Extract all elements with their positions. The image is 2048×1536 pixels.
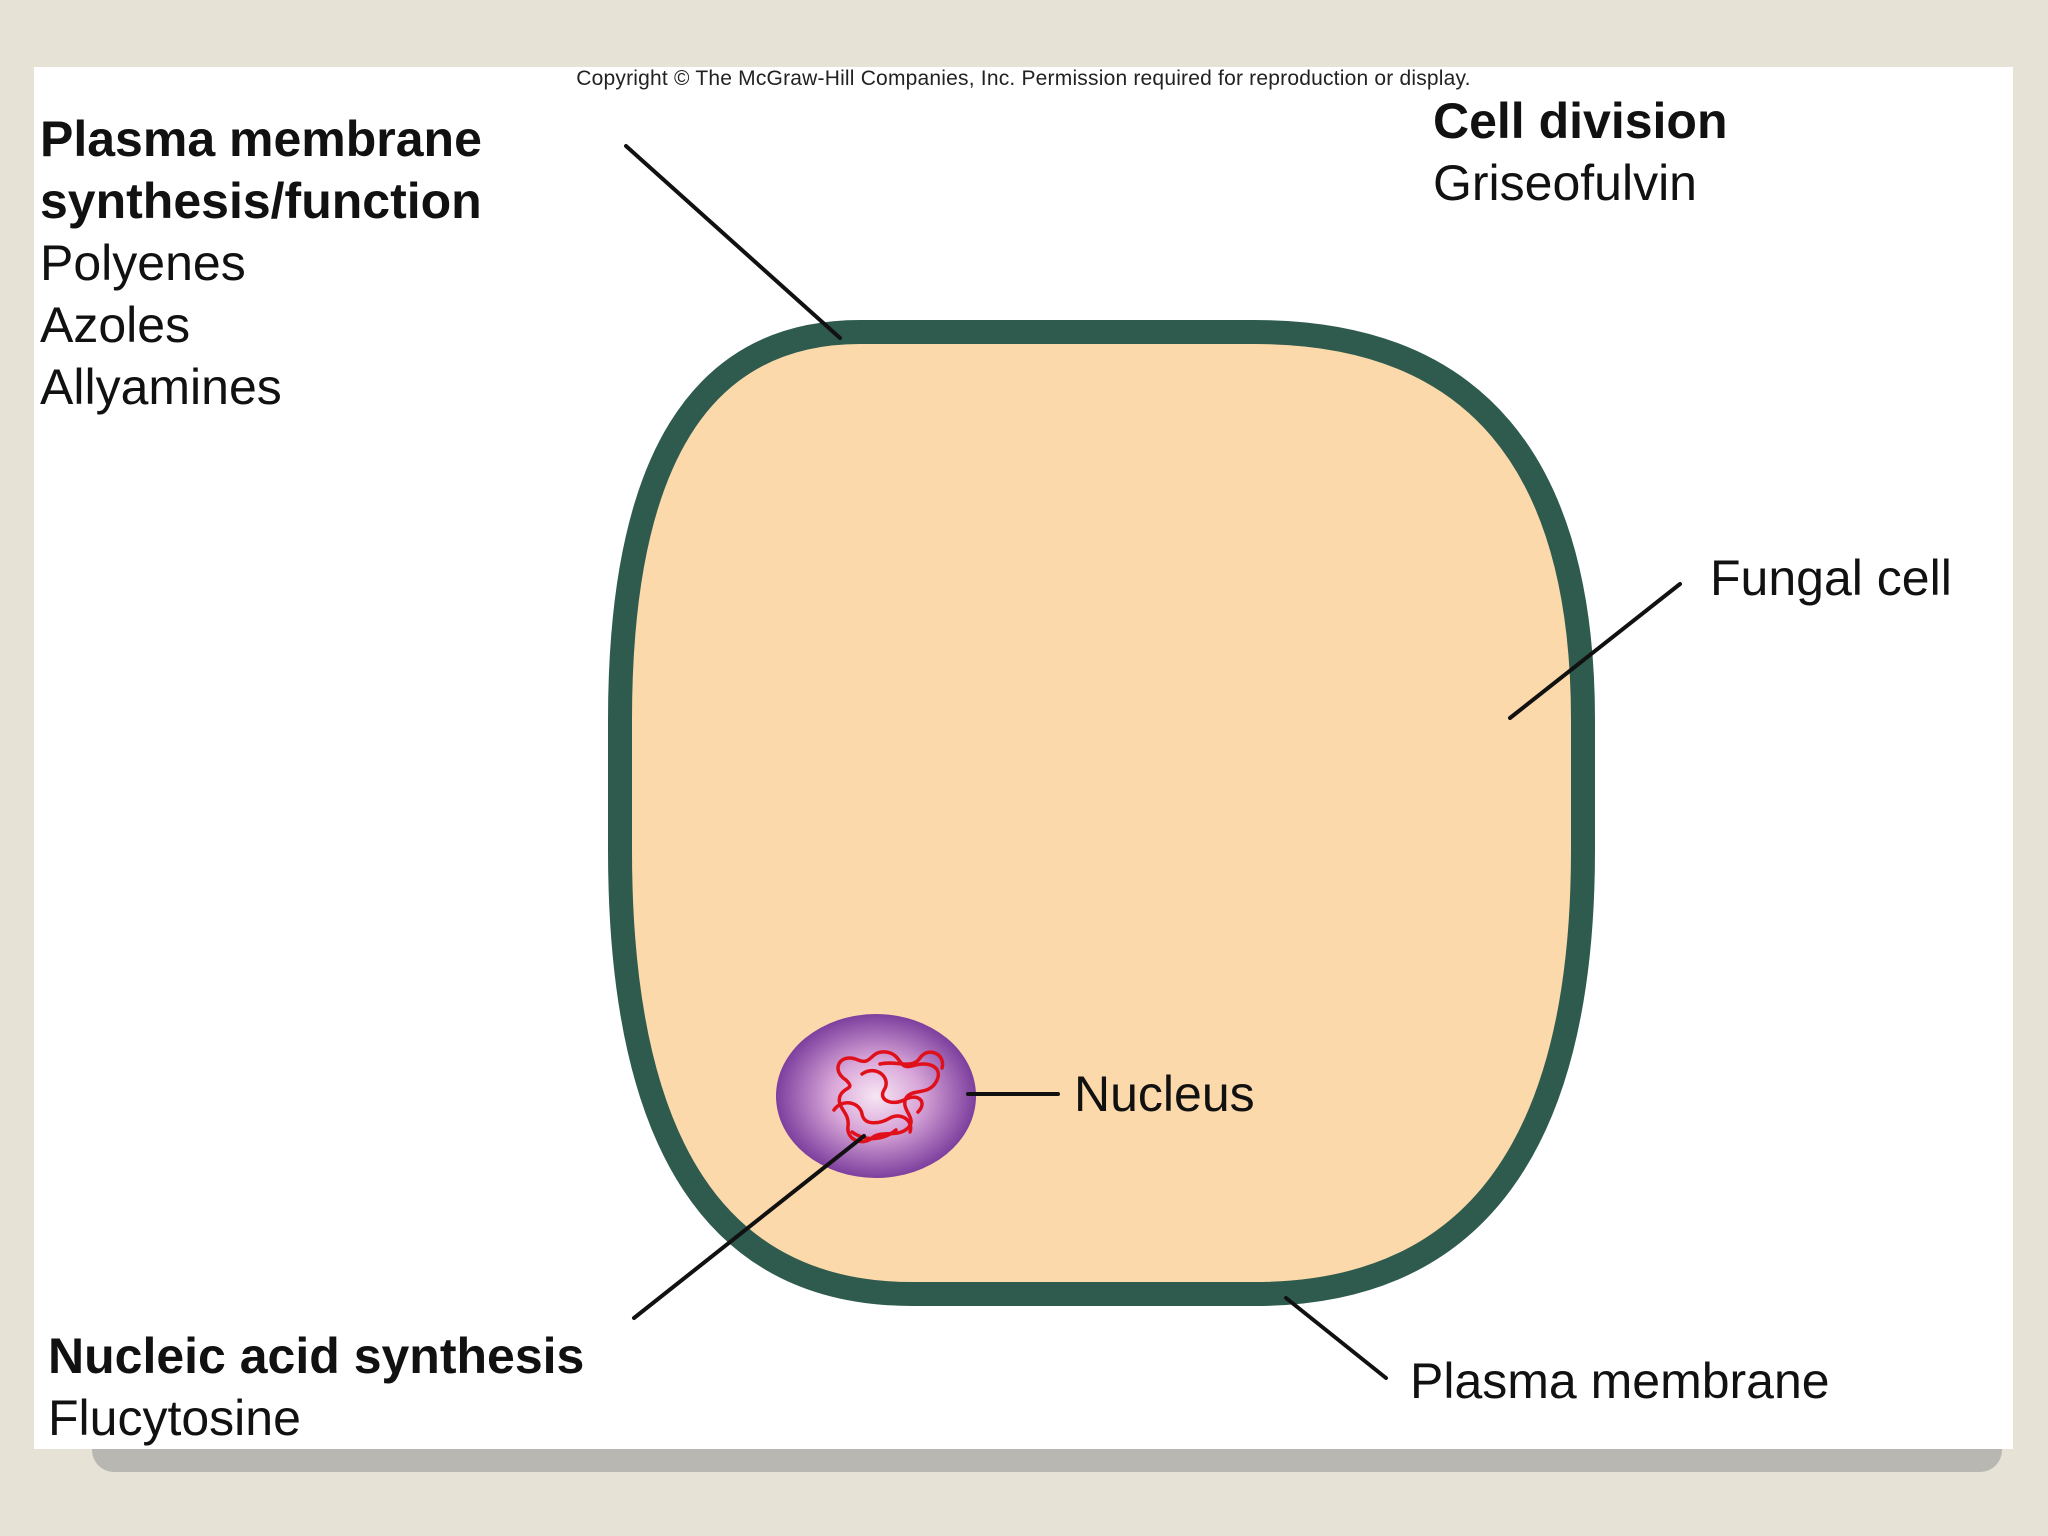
- label-plasma-membrane-synthesis: Plasma membrane synthesis/function Polye…: [40, 108, 482, 418]
- leader-plasma-membrane: [1284, 1296, 1388, 1380]
- label-nucleic-acid-synthesis: Nucleic acid synthesis Flucytosine: [48, 1325, 584, 1449]
- heading-synthesis-function: synthesis/function: [40, 173, 482, 229]
- fungal-cell-wall: [608, 320, 1595, 1306]
- copyright-notice: Copyright © The McGraw-Hill Companies, I…: [576, 67, 1471, 90]
- drug-flucytosine: Flucytosine: [48, 1390, 301, 1446]
- heading-cell-division: Cell division: [1433, 93, 1728, 149]
- nucleus: [776, 1014, 976, 1178]
- heading-plasma-membrane: Plasma membrane: [40, 111, 482, 167]
- drug-polyenes: Polyenes: [40, 235, 246, 291]
- leader-plasma-synthesis: [624, 144, 842, 340]
- drug-azoles: Azoles: [40, 297, 191, 353]
- label-plasma-membrane: Plasma membrane: [1410, 1353, 1830, 1409]
- drug-allyamines: Allyamines: [40, 359, 282, 415]
- slide-shadow: [92, 1446, 2002, 1472]
- leader-nucleic-acid: [632, 1134, 866, 1320]
- drug-griseofulvin: Griseofulvin: [1433, 155, 1697, 211]
- label-nucleus: Nucleus: [1074, 1066, 1255, 1122]
- heading-nucleic-acid-synthesis: Nucleic acid synthesis: [48, 1328, 585, 1384]
- label-cell-division: Cell division Griseofulvin: [1433, 90, 1728, 214]
- chromatin: [832, 1050, 945, 1144]
- leader-lines: [624, 144, 1682, 1380]
- label-fungal-cell: Fungal cell: [1710, 550, 1952, 606]
- leader-fungal-cell: [1508, 582, 1682, 720]
